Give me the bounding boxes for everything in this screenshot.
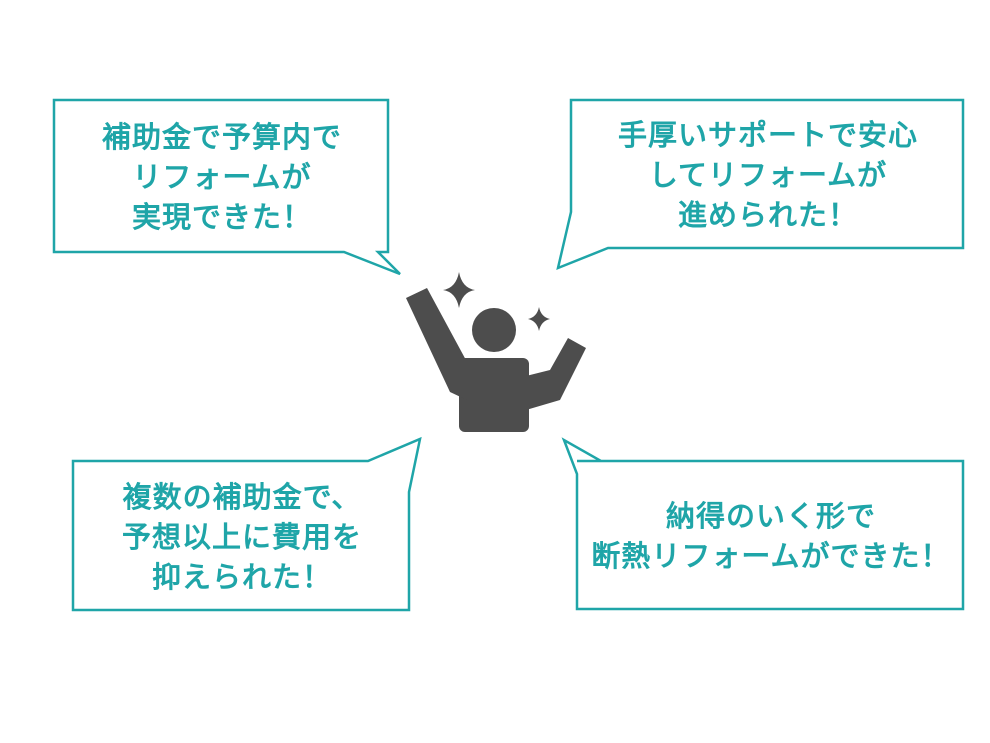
bubble-line: 納得のいく形で [665, 499, 876, 533]
speech-bubble-text-bottom-left: 複数の補助金で、 予想以上に費用を 抑えられた！ [75, 463, 409, 610]
bubble-line: 複数の補助金で、 [122, 479, 362, 514]
bubble-line: 抑えられた！ [151, 559, 332, 594]
bubble-line: 進められた！ [677, 198, 858, 232]
person-right-arm [526, 338, 586, 410]
speech-bubble-text-bottom-right: 納得のいく形で 断熱リフォームができた！ [579, 463, 963, 609]
bubble-line: してリフォームが [648, 158, 888, 192]
person-raising-arm-icon [406, 288, 586, 432]
speech-bubble-bottom-right [561, 437, 965, 611]
sparkle-small-icon [528, 307, 550, 331]
bubble-line: 補助金で予算内で [101, 120, 342, 154]
person-torso [459, 358, 529, 432]
speech-bubble-top-left [52, 98, 401, 276]
sparkle-large-icon [443, 272, 475, 308]
speech-bubble-text-top-left: 補助金で予算内で リフォームが 実現できた！ [56, 102, 388, 252]
bubble-line: 手厚いサポートで安心 [617, 118, 918, 152]
speech-bubble-text-top-right: 手厚いサポートで安心 してリフォームが 進められた！ [573, 102, 963, 248]
person-head [472, 308, 516, 352]
bubble-line: 予想以上に費用を [121, 519, 362, 554]
person-raised-arm [406, 288, 467, 400]
bubble-line: 断熱リフォームができた！ [591, 539, 951, 573]
bubble-line: 実現できた！ [131, 200, 312, 234]
bubble-line: リフォームが [132, 160, 312, 194]
speech-bubble-top-right [556, 98, 965, 271]
speech-bubble-bottom-left [71, 436, 422, 612]
